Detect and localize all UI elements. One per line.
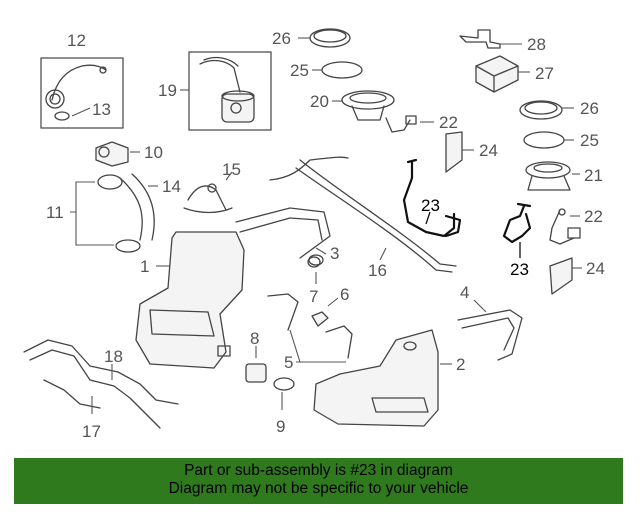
callout-16: 16 <box>368 261 387 280</box>
callout-25-top: 25 <box>290 61 309 80</box>
o-ring-25-right <box>523 131 565 149</box>
bracket-28 <box>459 29 501 49</box>
callout-25-right: 25 <box>580 131 599 150</box>
callout-21: 21 <box>584 166 603 185</box>
callout-3: 3 <box>330 244 339 263</box>
highlighted-part-23-right <box>502 202 532 244</box>
tank-strap-3 <box>235 207 331 266</box>
callout-19: 19 <box>158 81 177 100</box>
callout-13: 13 <box>92 100 111 119</box>
nut-7 <box>307 256 321 268</box>
callout-1: 1 <box>140 257 149 276</box>
inset-12-filler-neck <box>40 57 124 129</box>
bracket-24-top <box>445 131 463 173</box>
clamp-9 <box>273 377 295 391</box>
bolt-6 <box>311 311 329 327</box>
callout-5: 5 <box>284 353 293 372</box>
fuel-line-16 <box>269 156 457 273</box>
callout-22-top: 22 <box>439 113 458 132</box>
footer-banner: Part or sub-assembly is #23 in diagram D… <box>14 458 623 504</box>
callout-24-top: 24 <box>479 141 498 160</box>
callout-20: 20 <box>310 92 329 111</box>
callout-7: 7 <box>309 287 318 306</box>
o-ring-25-top <box>321 61 363 79</box>
callout-2: 2 <box>456 355 465 374</box>
callout-12: 12 <box>67 31 86 50</box>
highlighted-part-23-left <box>402 158 462 238</box>
wire-22-right <box>549 208 581 245</box>
callout-23-left: 23 <box>421 196 440 215</box>
vent-valve-10 <box>95 141 129 167</box>
sender-21 <box>525 161 571 191</box>
callout-15: 15 <box>222 160 241 179</box>
callout-11: 11 <box>46 203 64 222</box>
bracket-5 <box>267 293 353 359</box>
sender-20 <box>341 90 395 121</box>
hose-14 <box>119 173 155 241</box>
filter-8 <box>245 363 267 383</box>
callout-26-top: 26 <box>272 29 291 48</box>
seal-ring-26-right <box>519 100 563 120</box>
hose-clamp-11-top <box>97 174 123 190</box>
inset-19-fuel-pump <box>188 51 272 131</box>
callout-18: 18 <box>104 347 123 366</box>
callout-26-right: 26 <box>580 99 599 118</box>
seal-ring-26-top <box>309 28 351 48</box>
callout-6: 6 <box>340 285 349 304</box>
vent-pipe-15 <box>183 183 233 214</box>
callout-14: 14 <box>162 177 181 196</box>
fuel-tank-2-right <box>313 329 439 427</box>
bracket-24-right <box>549 257 573 295</box>
callout-28: 28 <box>527 35 546 54</box>
footer-line-2: Diagram may not be specific to your vehi… <box>168 480 469 497</box>
callout-4: 4 <box>460 283 469 302</box>
callout-10: 10 <box>144 143 163 162</box>
wire-22-top <box>385 115 417 133</box>
callout-23-right: 23 <box>510 260 529 279</box>
callout-27: 27 <box>535 64 554 83</box>
footer-line-1: Part or sub-assembly is #23 in diagram <box>184 462 453 479</box>
control-module-27 <box>475 55 519 93</box>
hose-clamp-11-bottom <box>115 239 141 253</box>
fuel-lines-17-18 <box>23 339 179 429</box>
tank-strap-4 <box>457 309 523 361</box>
callout-9: 9 <box>276 417 285 436</box>
fuel-tank-1-left <box>135 231 245 369</box>
callout-17: 17 <box>82 422 101 441</box>
callout-8: 8 <box>250 329 259 348</box>
callout-24-right: 24 <box>586 259 605 278</box>
callout-22-right: 22 <box>584 207 603 226</box>
